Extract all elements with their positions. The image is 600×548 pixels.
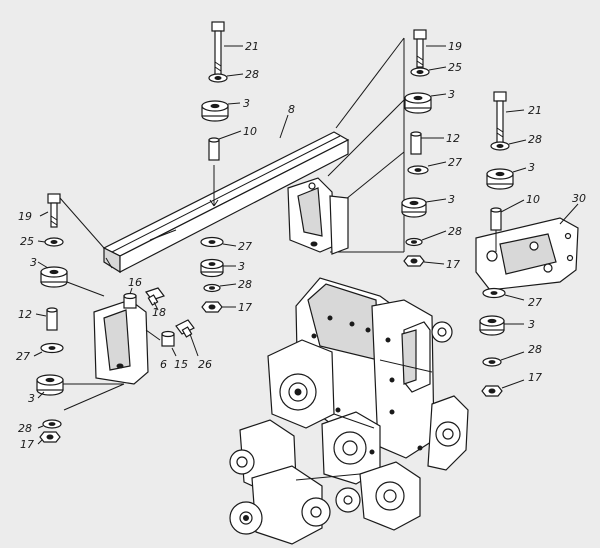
washer-25-left [37, 237, 64, 247]
bracket-30 [475, 203, 579, 291]
leader-bracket-6 [63, 383, 125, 411]
callout-6-bracket: 6 [160, 358, 167, 371]
nut-17-left [37, 431, 61, 445]
callout-17-left: 17 [20, 438, 34, 451]
callout-3-top: 3 [243, 97, 250, 110]
callout-27-mid: 27 [238, 240, 252, 253]
callout-25-left: 25 [20, 235, 34, 248]
nut-17-right [403, 255, 445, 267]
callout-12-left: 12 [18, 308, 32, 321]
bolt-16 [123, 287, 137, 309]
callout-27-farright: 27 [528, 296, 542, 309]
cushion-3-farright [486, 167, 527, 190]
callout-labels: 21 28 3 10 8 19 25 3 12 27 3 28 17 21 28… [16, 40, 586, 451]
callout-27-left: 27 [16, 350, 30, 363]
callout-8-frame: 8 [288, 103, 295, 116]
bolt-21-top [211, 21, 243, 78]
callout-28-right: 28 [448, 225, 462, 238]
sleeve-12-top [410, 131, 444, 155]
bolt-19-top [413, 29, 446, 68]
bolt-26 [175, 319, 199, 357]
callout-10-farright: 10 [526, 193, 540, 206]
washer-27-mid [200, 236, 237, 248]
callout-3-left: 3 [30, 256, 37, 269]
callout-28-farright-lower: 28 [528, 343, 542, 356]
washer-28-farright-lower [482, 351, 525, 367]
bolt-15 [161, 330, 177, 357]
callout-15-bolt: 15 [174, 358, 188, 371]
nut-17-mid [201, 301, 236, 313]
callout-18-bolt: 18 [152, 306, 166, 319]
washer-28-farright [490, 139, 527, 151]
washer-25-top [410, 66, 447, 77]
washer-27-left [33, 342, 64, 357]
callout-17-farright: 17 [528, 371, 542, 384]
callout-21-top: 21 [245, 40, 259, 53]
bolt-19-left [39, 193, 105, 249]
cushion-3-farright-lower [479, 315, 524, 336]
callout-28-left: 28 [18, 422, 32, 435]
callout-12-top: 12 [446, 132, 460, 145]
cushion-3-top [201, 100, 241, 122]
callout-3-left-lower: 3 [28, 392, 35, 405]
cushion-3-left-lower [36, 374, 124, 399]
callout-16-bolt: 16 [128, 276, 142, 289]
callout-17-right: 17 [446, 258, 460, 271]
callout-21-farright: 21 [528, 104, 542, 117]
washer-28-top [208, 73, 244, 83]
callout-28-farright: 28 [528, 133, 542, 146]
bolt-18 [145, 287, 165, 311]
callout-3-mid: 3 [238, 260, 245, 273]
sleeve-10-top [208, 130, 242, 161]
cushion-3-left [37, 261, 105, 297]
sleeve-10-farright [490, 199, 525, 231]
washer-27-right [407, 161, 447, 175]
washer-27-farright [482, 287, 525, 301]
washer-28-mid [203, 283, 237, 293]
cushion-3-right-lower [401, 197, 447, 218]
washer-28-left [37, 419, 62, 429]
callout-28-top: 28 [245, 68, 259, 81]
washer-28-right [405, 230, 447, 247]
callout-19-left: 19 [18, 210, 32, 223]
callout-27-right: 27 [448, 156, 462, 169]
cushion-3-mid [200, 258, 236, 278]
callout-26-bolt: 26 [198, 358, 212, 371]
callout-3-farright-lower: 3 [528, 318, 535, 331]
callout-25-top: 25 [448, 61, 462, 74]
sleeve-12-left [35, 307, 58, 331]
frame-member-8 [102, 114, 350, 274]
callout-10-top: 10 [243, 125, 257, 138]
callout-3-right-lower: 3 [448, 193, 455, 206]
callout-3-farright: 3 [528, 161, 535, 174]
callout-3-right: 3 [448, 88, 455, 101]
callout-30-bracket: 30 [572, 192, 586, 205]
bolt-21-right [493, 91, 525, 146]
cushion-3-right [404, 92, 447, 114]
callout-28-mid: 28 [238, 278, 252, 291]
bracket-6 [93, 299, 161, 385]
callout-19-top: 19 [448, 40, 462, 53]
bracket-upper [287, 177, 349, 255]
transfer-case-assembly [229, 277, 469, 545]
callout-17-mid: 17 [238, 301, 252, 314]
nut-17-farright [481, 379, 525, 397]
